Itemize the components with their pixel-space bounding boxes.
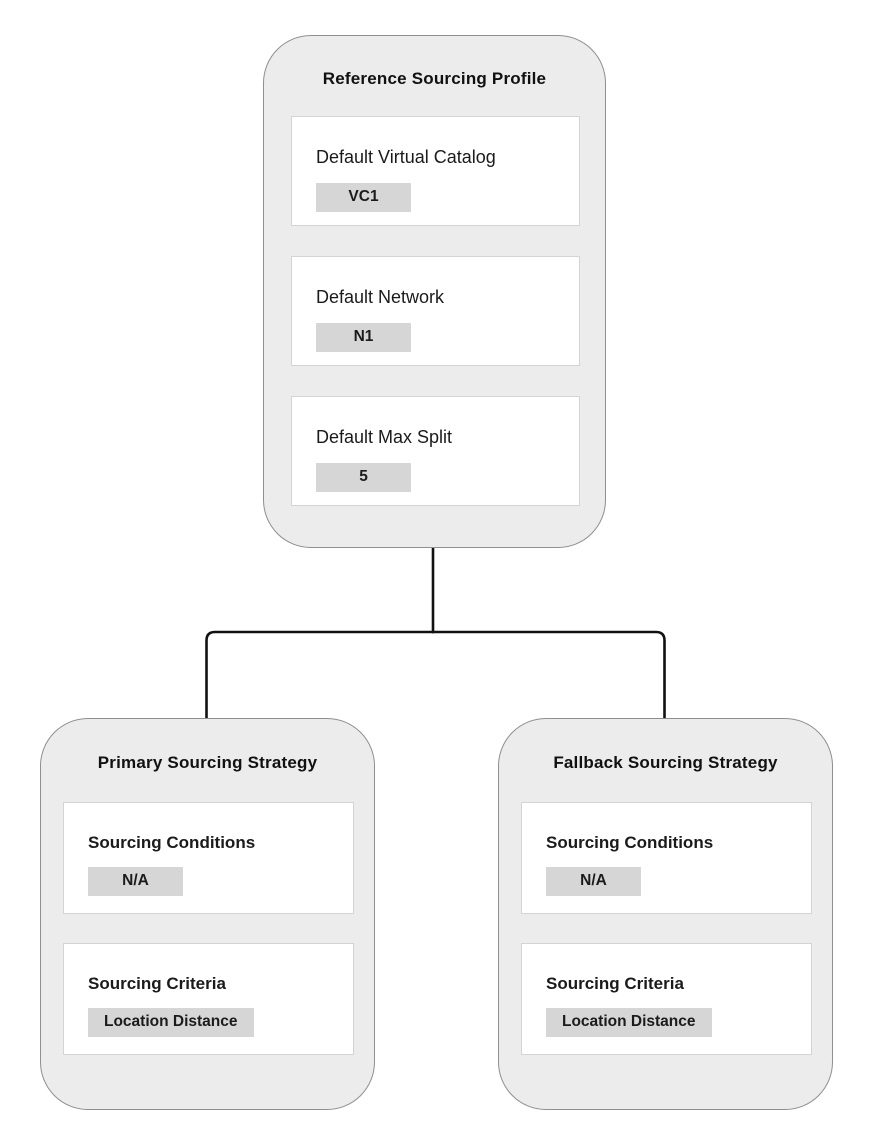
connector-branch-right (431, 630, 666, 720)
node-title: Fallback Sourcing Strategy (553, 753, 778, 772)
node-title: Reference Sourcing Profile (322, 69, 547, 88)
field-value-badge: N/A (546, 867, 641, 897)
field-value-badge: 5 (316, 462, 411, 492)
field-sourcing-criteria: Sourcing Criteria Location Distance (521, 943, 812, 1055)
field-label: Default Network (316, 287, 445, 307)
connector-branch-left (205, 630, 435, 720)
field-default-virtual-catalog: Default Virtual Catalog VC1 (291, 116, 580, 226)
field-label: Sourcing Conditions (546, 833, 714, 852)
node-title: Primary Sourcing Strategy (97, 753, 318, 772)
field-sourcing-criteria: Sourcing Criteria Location Distance (63, 943, 354, 1055)
node-primary-sourcing-strategy: Primary Sourcing Strategy Sourcing Condi… (40, 718, 375, 1110)
node-fallback-sourcing-strategy: Fallback Sourcing Strategy Sourcing Cond… (498, 718, 833, 1110)
field-value-badge: N/A (88, 867, 183, 897)
field-label: Sourcing Criteria (88, 974, 226, 993)
field-value-badge: N1 (316, 322, 411, 352)
field-label: Default Max Split (316, 427, 453, 447)
field-default-network: Default Network N1 (291, 256, 580, 366)
field-default-max-split: Default Max Split 5 (291, 396, 580, 506)
field-value-badge: VC1 (316, 182, 411, 212)
field-value-badge: Location Distance (88, 1008, 254, 1038)
field-label: Sourcing Criteria (546, 974, 684, 993)
field-label: Sourcing Conditions (88, 833, 256, 852)
node-reference-sourcing-profile: Reference Sourcing Profile Default Virtu… (263, 35, 606, 548)
field-label: Default Virtual Catalog (316, 147, 496, 167)
field-sourcing-conditions: Sourcing Conditions N/A (521, 802, 812, 914)
field-sourcing-conditions: Sourcing Conditions N/A (63, 802, 354, 914)
field-value-badge: Location Distance (546, 1008, 712, 1038)
